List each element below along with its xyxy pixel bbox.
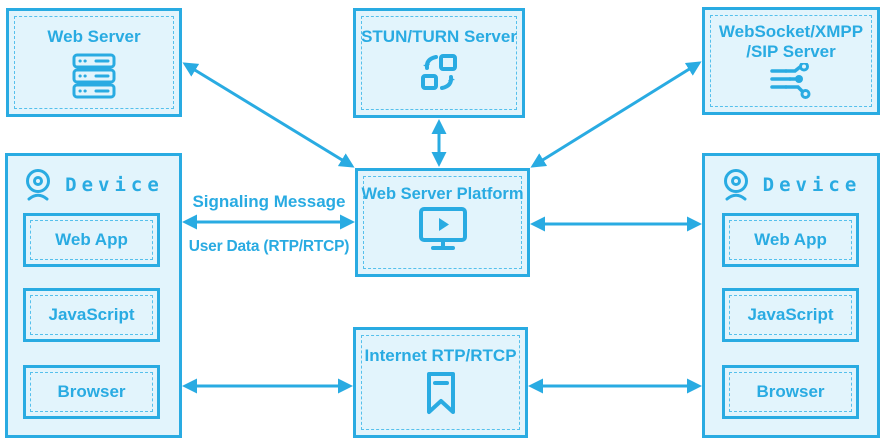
signaling-message-label: Signaling Message bbox=[192, 192, 346, 211]
node-device-left: Device Web App JavaScript Browser bbox=[5, 153, 182, 438]
edge-webserver-platform bbox=[182, 62, 355, 168]
component-label: Browser bbox=[57, 382, 126, 401]
device-title: Device bbox=[65, 174, 164, 196]
bookmark-icon bbox=[426, 371, 455, 414]
component-label: JavaScript bbox=[747, 305, 834, 324]
component-web-app: Web App bbox=[23, 213, 160, 267]
component-label: Web App bbox=[754, 230, 827, 249]
device-title: Device bbox=[762, 174, 862, 196]
component-browser: Browser bbox=[722, 365, 859, 419]
node-title: Internet RTP/RTCP bbox=[364, 346, 517, 365]
component-browser: Browser bbox=[23, 365, 160, 419]
device-header: Device bbox=[705, 168, 877, 202]
node-device-right: Device Web App JavaScript Browser bbox=[702, 153, 880, 438]
user-data-label: User Data (RTP/RTCP) bbox=[188, 238, 350, 255]
device-header: Device bbox=[8, 168, 179, 202]
component-web-app: Web App bbox=[722, 213, 859, 267]
component-javascript: JavaScript bbox=[722, 288, 859, 342]
webcam-icon bbox=[723, 169, 748, 201]
node-title: Web Server Platform bbox=[361, 185, 524, 203]
component-javascript: JavaScript bbox=[23, 288, 160, 342]
sync-icon bbox=[421, 53, 457, 90]
monitor-play-icon bbox=[418, 206, 467, 250]
component-label: JavaScript bbox=[48, 305, 135, 324]
node-internet-rtp-rtcp: Internet RTP/RTCP bbox=[353, 327, 528, 438]
node-web-server-platform: Web Server Platform bbox=[355, 168, 530, 277]
node-title: WebSocket/XMPP/SIP Server bbox=[718, 22, 864, 61]
webcam-icon bbox=[26, 169, 51, 201]
data-flow-icon bbox=[770, 63, 811, 100]
server-icon bbox=[72, 53, 116, 99]
node-web-server: Web Server bbox=[6, 8, 182, 117]
node-title: Web Server bbox=[47, 27, 141, 46]
component-label: Web App bbox=[55, 230, 128, 249]
component-label: Browser bbox=[756, 382, 825, 401]
edge-platform-websocket bbox=[530, 61, 702, 168]
node-stun-turn-server: STUN/TURN Server bbox=[353, 8, 525, 118]
node-title: STUN/TURN Server bbox=[361, 27, 517, 46]
node-websocket-server: WebSocket/XMPP/SIP Server bbox=[702, 7, 880, 115]
